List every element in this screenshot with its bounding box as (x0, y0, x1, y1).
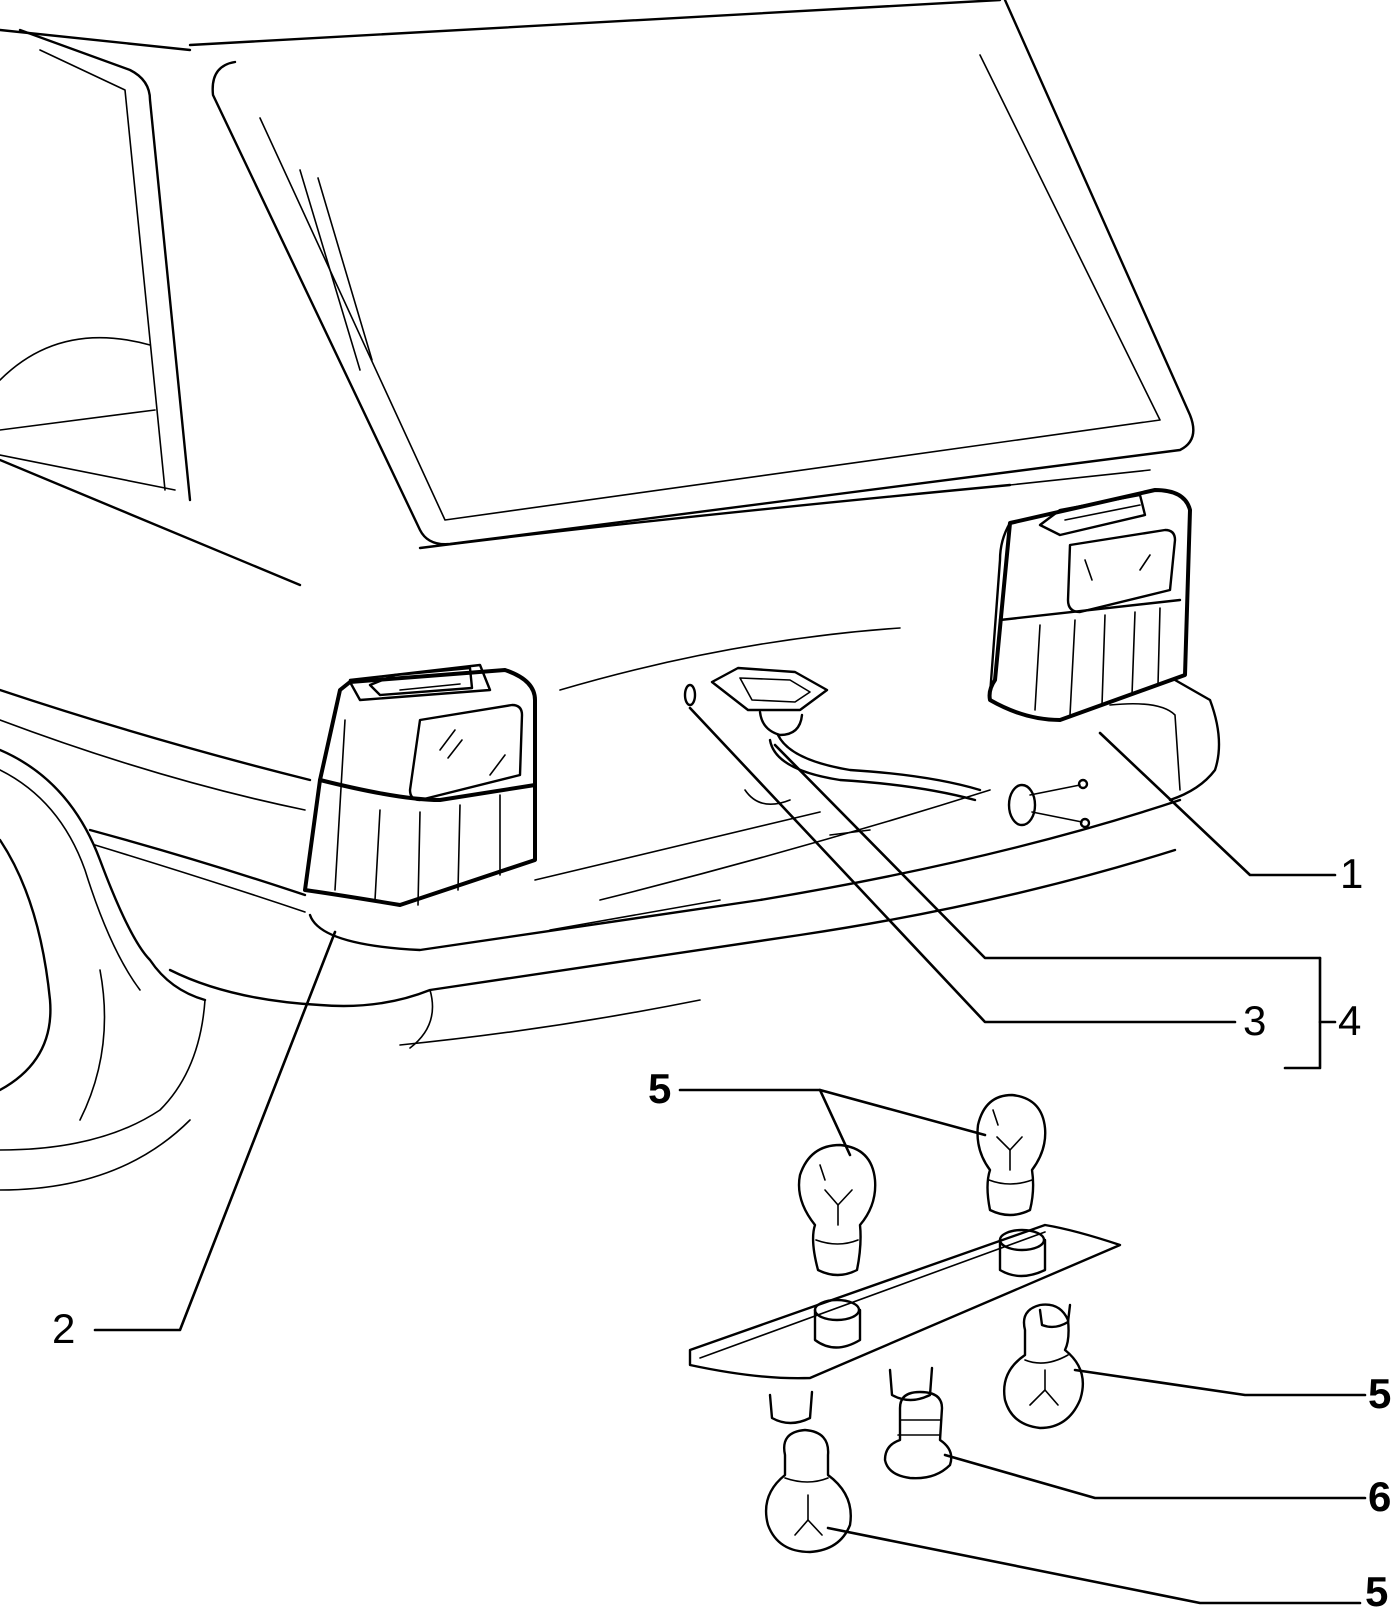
bulb-lower-left (764, 1428, 852, 1554)
bulb-lower-right (1003, 1303, 1085, 1430)
car-body (0, 0, 1221, 1191)
callout-5-upper: 5 (648, 1065, 672, 1112)
callout-5-right: 5 (1368, 1370, 1392, 1417)
callout-6: 6 (1368, 1473, 1392, 1520)
tail-light-right (987, 488, 1192, 722)
tail-light-left (303, 663, 537, 907)
bulb-upper-left (797, 1143, 877, 1277)
licence-plate-light (683, 666, 1091, 829)
callout-1: 1 (1340, 850, 1364, 897)
callout-2: 2 (52, 1305, 76, 1352)
bulb-small-center (883, 1390, 953, 1480)
callout-5-bottom: 5 (1365, 1568, 1389, 1613)
bulb-holder-plate (688, 1223, 1122, 1425)
callout-3: 3 (1243, 997, 1267, 1044)
leader-lines (93, 706, 1367, 1605)
callout-4: 4 (1338, 997, 1362, 1044)
bulb-upper-right (976, 1093, 1047, 1217)
